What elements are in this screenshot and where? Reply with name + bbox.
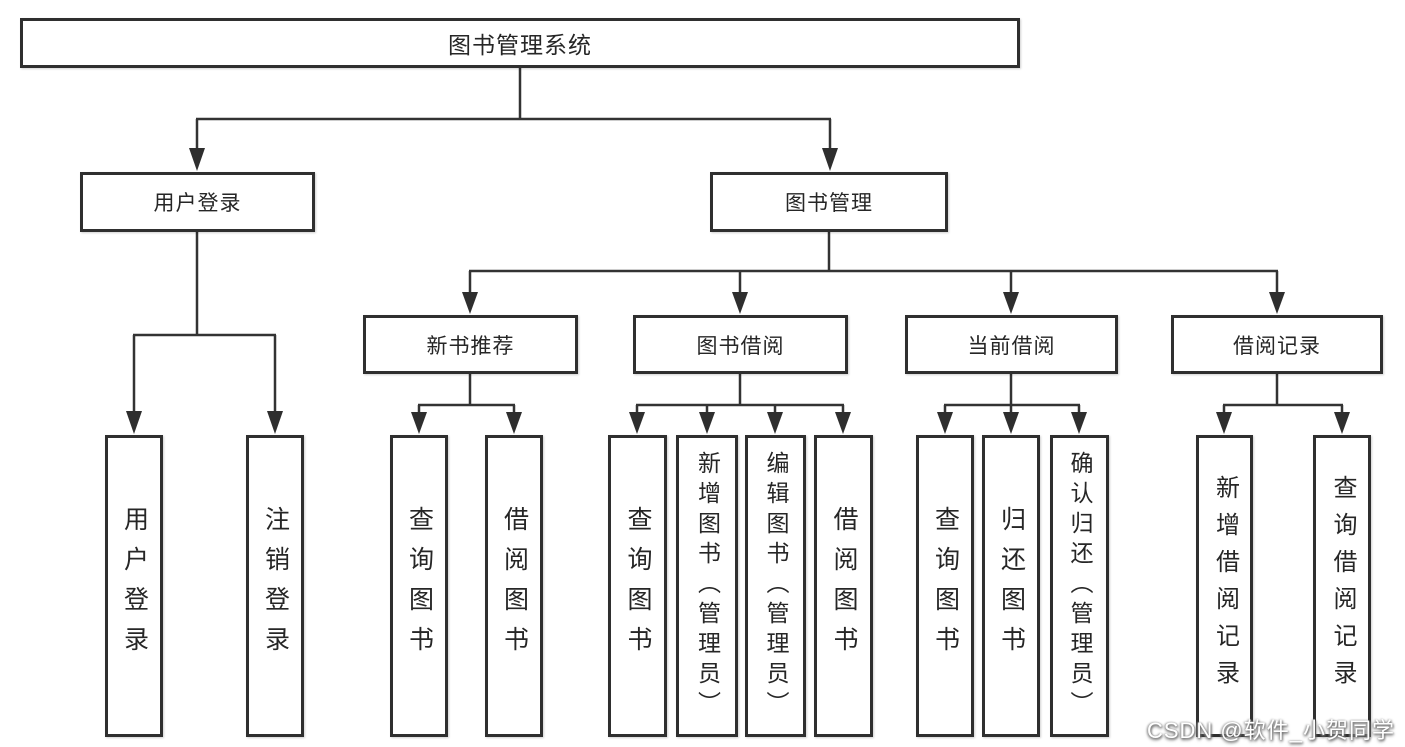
node-label: 注销登录	[261, 506, 290, 666]
node-label: 查询图书	[405, 506, 434, 666]
leaf-borrow-books-2: 借阅图书	[814, 435, 873, 737]
node-label: 借阅记录	[1233, 334, 1321, 358]
node-label: 图书管理系统	[448, 32, 592, 58]
leaf-edit-books-admin: 编辑图书（管理员）	[745, 435, 806, 737]
node-label: 编辑图书（管理员）	[763, 451, 789, 721]
leaf-borrow-books-1: 借阅图书	[485, 435, 543, 737]
node-label: 查询图书	[624, 506, 652, 666]
node-borrow-records: 借阅记录	[1171, 315, 1383, 374]
node-label: 归还图书	[997, 506, 1026, 666]
leaf-query-borrow-record: 查询借阅记录	[1313, 435, 1371, 737]
node-label: 图书管理	[785, 192, 873, 215]
leaf-query-books-3: 查询图书	[916, 435, 974, 737]
node-label: 新书推荐	[426, 334, 515, 358]
leaf-query-books-2: 查询图书	[608, 435, 667, 737]
node-label: 查询图书	[931, 506, 960, 666]
node-label: 新增图书（管理员）	[694, 451, 721, 721]
node-label: 查询借阅记录	[1329, 475, 1356, 697]
leaf-query-books-1: 查询图书	[390, 435, 448, 737]
node-label: 确认归还（管理员）	[1067, 451, 1093, 721]
leaf-return-books: 归还图书	[982, 435, 1040, 737]
node-label: 用户登录	[120, 506, 149, 666]
csdn-watermark: CSDN @软件_小贺同学	[1146, 718, 1395, 743]
leaf-user-login: 用户登录	[105, 435, 163, 737]
node-book-borrow: 图书借阅	[633, 315, 848, 374]
leaf-add-borrow-record: 新增借阅记录	[1196, 435, 1253, 737]
leaf-logout: 注销登录	[246, 435, 304, 737]
node-label: 图书借阅	[696, 334, 785, 358]
node-current-borrow: 当前借阅	[905, 315, 1118, 374]
leaf-add-books-admin: 新增图书（管理员）	[676, 435, 738, 737]
node-label: 当前借阅	[967, 334, 1056, 358]
node-label: 借阅图书	[500, 506, 529, 666]
node-book-management-branch: 图书管理	[710, 172, 948, 232]
node-new-book-recommend: 新书推荐	[363, 315, 578, 374]
node-user-login-branch: 用户登录	[80, 172, 315, 232]
leaf-confirm-return-admin: 确认归还（管理员）	[1050, 435, 1109, 737]
node-label: 用户登录	[153, 192, 242, 215]
node-system-root: 图书管理系统	[20, 18, 1020, 68]
node-label: 借阅图书	[830, 506, 858, 666]
node-label: 新增借阅记录	[1211, 475, 1239, 697]
